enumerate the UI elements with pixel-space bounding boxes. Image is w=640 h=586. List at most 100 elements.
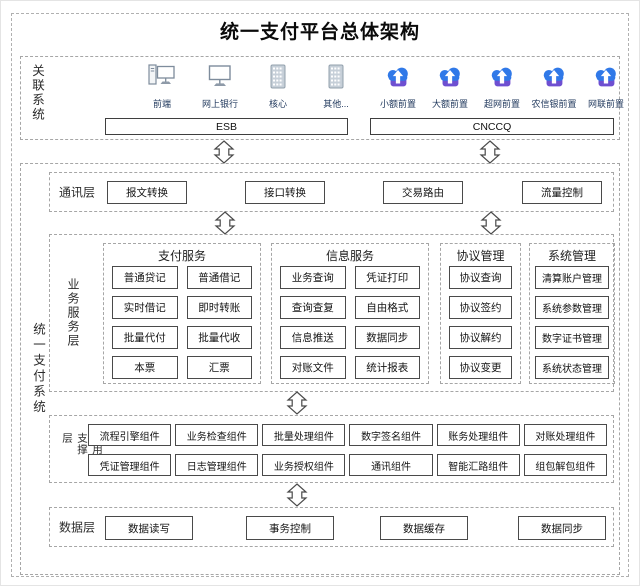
outer-frame <box>11 13 629 577</box>
page-title: 统一支付平台总体架构 <box>219 22 420 43</box>
gateway-label: 农信银前置 <box>531 99 577 109</box>
comm-item: 流量控制 <box>522 181 602 204</box>
terminal-label: 核心 <box>268 99 287 109</box>
service-item: 业务查询 <box>280 266 346 289</box>
payment-system-box: 统一支付系统 通讯层 报文转换 接口转换 交易路由 流量控制 业务服务层 支付服… <box>20 163 620 575</box>
comm-item: 接口转换 <box>245 181 325 204</box>
cloud-upload-icon <box>540 64 568 95</box>
support-component-grid: 流程引擎组件 业务检查组件 批量处理组件 数字签名组件 账务处理组件 对账处理组… <box>88 424 607 476</box>
updown-arrow-icon <box>214 211 236 235</box>
data-layer-label: 数据层 <box>59 520 96 535</box>
service-item: 实时借记 <box>112 296 178 319</box>
service-item: 自由格式 <box>354 296 420 319</box>
comm-item: 报文转换 <box>107 181 187 204</box>
component-item: 组包解包组件 <box>523 454 607 476</box>
group-title: 信息服务 <box>325 248 374 263</box>
component-item: 业务检查组件 <box>175 424 259 446</box>
mainframe-icon <box>321 64 351 95</box>
group-title: 系统管理 <box>547 248 596 263</box>
mainframe-icon <box>263 64 293 95</box>
gateway-label: 小额前置 <box>379 99 416 109</box>
group-payment-services: 支付服务 普通贷记 普通借记 实时借记 即时转账 批量代付 批量代收 本票 汇票 <box>103 243 261 384</box>
service-item: 对账文件 <box>280 356 346 379</box>
component-item: 批量处理组件 <box>262 424 346 446</box>
terminal-group: 前端 网上银行 <box>133 64 365 110</box>
group-title: 协议管理 <box>456 248 505 263</box>
terminal-online-banking: 网上银行 <box>191 64 249 110</box>
related-systems-box: 关联系统 前端 <box>20 56 624 140</box>
component-item: 通讯组件 <box>349 454 433 476</box>
component-item: 数字签名组件 <box>349 424 433 446</box>
component-item: 对账处理组件 <box>523 424 607 446</box>
support-layer-box: 应用支撑层 流程引擎组件 业务检查组件 批量处理组件 数字签名组件 账务处理组件… <box>49 415 614 483</box>
gateway-label: 大额前置 <box>431 99 468 109</box>
updown-arrow-icon <box>479 140 501 164</box>
terminal-label: 其他... <box>323 99 349 109</box>
updown-arrow-icon <box>286 483 308 507</box>
service-item: 清算账户管理 <box>535 266 609 289</box>
service-item: 即时转账 <box>186 296 252 319</box>
comm-item: 交易路由 <box>383 181 463 204</box>
cloud-upload-icon <box>384 64 412 95</box>
business-layer-label: 业务服务层 <box>66 278 80 348</box>
data-item: 数据读写 <box>105 516 193 540</box>
data-item: 数据缓存 <box>380 516 468 540</box>
gateway-small-amount: 小额前置 <box>372 64 424 110</box>
group-info-services: 信息服务 业务查询 凭证打印 查询查复 自由格式 信息推送 数据同步 对账文件 … <box>271 243 429 384</box>
business-layer-box: 业务服务层 支付服务 普通贷记 普通借记 实时借记 即时转账 批量代付 批量代收… <box>49 234 615 392</box>
service-item: 协议查询 <box>449 266 512 289</box>
service-item: 本票 <box>112 356 178 379</box>
group-title: 支付服务 <box>157 248 206 263</box>
service-item: 批量代收 <box>186 326 252 349</box>
service-item: 协议变更 <box>449 356 512 379</box>
group-protocol-mgmt: 协议管理 协议查询 协议签约 协议解约 协议变更 <box>440 243 521 384</box>
payment-system-label: 统一支付系统 <box>31 322 45 416</box>
gateway-group: 小额前置 大额前置 <box>372 64 632 110</box>
service-item: 普通借记 <box>186 266 252 289</box>
cnccq-bus: CNCCQ <box>370 118 614 135</box>
gateway-large-amount: 大额前置 <box>424 64 476 110</box>
terminal-label: 网上银行 <box>201 99 238 109</box>
component-item: 流程引擎组件 <box>88 424 172 446</box>
service-item: 汇票 <box>186 356 252 379</box>
terminal-frontend: 前端 <box>133 64 191 110</box>
service-item: 数字证书管理 <box>535 326 609 349</box>
gateway-supernet: 超网前置 <box>476 64 528 110</box>
desktop-pc-icon <box>147 64 177 95</box>
cloud-upload-icon <box>436 64 464 95</box>
component-item: 日志管理组件 <box>175 454 259 476</box>
cloud-upload-icon <box>592 64 620 95</box>
service-item: 数据同步 <box>354 326 420 349</box>
updown-arrow-icon <box>213 140 235 164</box>
service-item: 信息推送 <box>280 326 346 349</box>
terminal-core: 核心 <box>249 64 307 110</box>
gateway-label: 网联前置 <box>587 99 624 109</box>
esb-bus: ESB <box>105 118 348 135</box>
group-system-mgmt: 系统管理 清算账户管理 系统参数管理 数字证书管理 系统状态管理 <box>529 243 615 384</box>
component-item: 账务处理组件 <box>436 424 520 446</box>
cloud-upload-icon <box>488 64 516 95</box>
gateway-label: 超网前置 <box>483 99 520 109</box>
service-item: 批量代付 <box>112 326 178 349</box>
service-item: 凭证打印 <box>354 266 420 289</box>
terminal-other: 其他... <box>307 64 365 110</box>
service-item: 普通贷记 <box>112 266 178 289</box>
updown-arrow-icon <box>480 211 502 235</box>
component-item: 凭证管理组件 <box>88 454 172 476</box>
gateway-netunion: 网联前置 <box>580 64 632 110</box>
component-item: 业务授权组件 <box>262 454 346 476</box>
data-item: 数据同步 <box>518 516 606 540</box>
service-item: 系统状态管理 <box>535 356 609 379</box>
terminal-label: 前端 <box>152 99 171 109</box>
service-item: 查询查复 <box>280 296 346 319</box>
comm-layer-label: 通讯层 <box>59 185 96 200</box>
data-layer-box: 数据层 数据读写 事务控制 数据缓存 数据同步 <box>49 507 614 547</box>
service-item: 系统参数管理 <box>535 296 609 319</box>
monitor-icon <box>205 64 235 95</box>
service-item: 统计报表 <box>354 356 420 379</box>
service-item: 协议签约 <box>449 296 512 319</box>
component-item: 智能汇路组件 <box>436 454 520 476</box>
updown-arrow-icon <box>286 391 308 415</box>
service-item: 协议解约 <box>449 326 512 349</box>
